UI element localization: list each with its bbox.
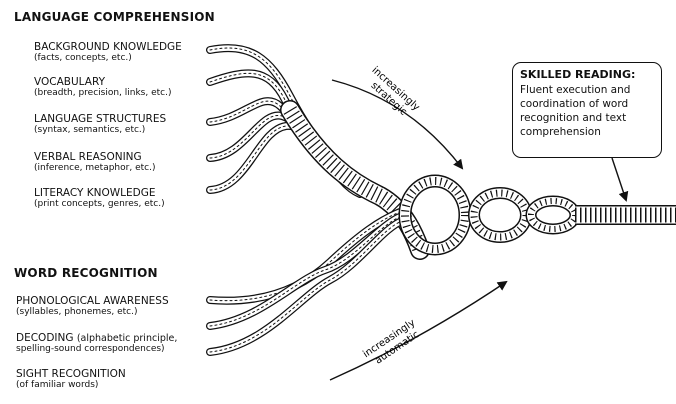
label-title: PHONOLOGICAL AWARENESS (16, 295, 169, 307)
comprehension-rope (280, 100, 430, 260)
label-language-structures: LANGUAGE STRUCTURES (syntax, semantics, … (34, 114, 166, 136)
language-comprehension-heading: LANGUAGE COMPREHENSION (14, 10, 215, 24)
skilled-reading-pointer (611, 157, 629, 202)
label-title: VOCABULARY (34, 76, 105, 88)
skilled-reading-box: SKILLED READING: Fluent execution and co… (512, 62, 662, 158)
decoding-title: DECODING (16, 332, 74, 344)
label-vocabulary: VOCABULARY (breadth, precision, links, e… (34, 77, 171, 99)
label-detail: (breadth, precision, links, etc.) (34, 88, 172, 98)
label-detail: spelling-sound correspondences) (16, 344, 165, 354)
label-title: DECODING (alphabetic principle, (16, 332, 178, 345)
label-title: VERBAL REASONING (34, 151, 142, 163)
label-verbal-reasoning: VERBAL REASONING (inference, metaphor, e… (34, 152, 155, 174)
word-strands (206, 208, 408, 356)
label-decoding: DECODING (alphabetic principle, spelling… (16, 333, 177, 355)
label-detail: (inference, metaphor, etc.) (34, 163, 156, 173)
braid (398, 174, 676, 256)
label-detail: (syllables, phonemes, etc.) (16, 307, 138, 317)
automatic-caption: increasingly automatic (361, 316, 426, 370)
label-title: BACKGROUND KNOWLEDGE (34, 41, 182, 53)
label-title: SIGHT RECOGNITION (16, 368, 126, 380)
strand-decoding (206, 212, 406, 330)
label-detail: (print concepts, genres, etc.) (34, 199, 165, 209)
label-sight-recognition: SIGHT RECOGNITION (of familiar words) (16, 369, 126, 391)
strategic-arrow (331, 79, 464, 170)
label-detail: (of familiar words) (16, 380, 99, 390)
strand-phonological-awareness (206, 208, 404, 305)
decoding-detail: (alphabetic principle, (76, 333, 178, 344)
label-detail: (syntax, semantics, etc.) (34, 125, 146, 135)
skilled-reading-title: SKILLED READING: (520, 68, 636, 81)
label-title: LANGUAGE STRUCTURES (34, 113, 167, 125)
label-literacy-knowledge: LITERACY KNOWLEDGE (print concepts, genr… (34, 188, 165, 210)
strategic-caption: increasingly strategic (361, 65, 423, 124)
label-detail: (facts, concepts, etc.) (34, 53, 132, 63)
word-recognition-heading: WORD RECOGNITION (14, 266, 158, 280)
label-title: LITERACY KNOWLEDGE (34, 187, 156, 199)
strand-sight-recognition (206, 216, 408, 356)
label-phonological-awareness: PHONOLOGICAL AWARENESS (syllables, phone… (16, 296, 169, 318)
label-background-knowledge: BACKGROUND KNOWLEDGE (facts, concepts, e… (34, 42, 182, 64)
automatic-arrow (329, 280, 508, 381)
skilled-reading-body: Fluent execution and coordination of wor… (520, 84, 631, 138)
